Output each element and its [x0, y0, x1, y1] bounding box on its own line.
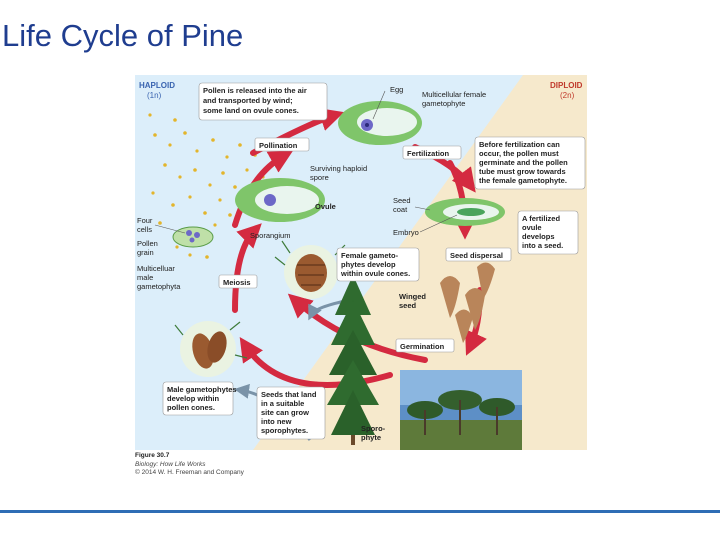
- copyright: © 2014 W. H. Freeman and Company: [135, 469, 244, 476]
- embryo-leader: [419, 214, 458, 233]
- figure-credit: Figure 30.7 Biology: How Life Works © 20…: [135, 452, 244, 478]
- callout-seeds-land-line-5: sporophytes.: [261, 426, 308, 435]
- callout-fertilized-ovule-line-3: develops: [522, 232, 555, 241]
- winged-seed-label: Winged: [399, 292, 426, 301]
- callout-fertilized-ovule-line-2: ovule: [522, 223, 542, 232]
- seed-coat-leader: [414, 206, 431, 211]
- surviving-spore-label-2: spore: [310, 173, 329, 182]
- female-gametophyte-illustration: [338, 101, 422, 145]
- four-cells-label-2: cells: [137, 225, 152, 234]
- callout-seeds-land-line-4: into new: [261, 417, 292, 426]
- sporangium-label: Sporangium: [250, 231, 290, 240]
- pollen-cone-illustration: [174, 321, 248, 377]
- callout-pollen-release-line-3: some land on ovule cones.: [203, 106, 299, 115]
- male-gametophyte-label-2: male: [137, 273, 153, 282]
- arrow-to-meiosis-ovule: [239, 337, 393, 388]
- stage-seed-dispersal: Seed dispersal: [445, 247, 512, 262]
- pollen-grain-label: Pollen: [137, 239, 158, 248]
- callout-fertilized-ovule-line-1: A fertilized: [522, 214, 560, 223]
- seed-coat-label-2: coat: [393, 205, 408, 214]
- winged-seeds-illustration: [440, 262, 495, 343]
- diploid-ploidy: (2n): [560, 91, 575, 100]
- book-title: Biology: How Life Works: [135, 460, 206, 468]
- pollen-grain-label-2: grain: [137, 248, 154, 257]
- callout-female-gametophytes-line-1: Female gameto-: [341, 251, 399, 260]
- egg-label: Egg: [390, 85, 403, 94]
- callout-pollen-release-line-2: and transported by wind;: [203, 96, 293, 105]
- diploid-label: DIPLOID: [550, 81, 583, 90]
- stage-meiosis: Meiosis: [218, 274, 258, 289]
- callout-female-gametophytes: Female gameto- phytes develop within ovu…: [336, 247, 420, 282]
- figure-number: Figure 30.7: [135, 452, 170, 459]
- callout-female-gametophytes-line-3: within ovule cones.: [340, 269, 410, 278]
- life-cycle-diagram: HAPLOID (1n) DIPLOID (2n) Egg: [135, 75, 587, 450]
- embryo-label: Embryo: [393, 228, 419, 237]
- ovule-label: Ovule: [315, 202, 336, 211]
- callout-before-fertilization-line-3: germinate and the pollen: [479, 158, 568, 167]
- ovule-illustration: [235, 178, 325, 222]
- stage-fertilization: Fertilization: [402, 145, 462, 160]
- sporophyte-label-2: phyte: [361, 433, 381, 442]
- callout-before-fertilization-line-5: the female gametophyte.: [479, 176, 567, 185]
- callout-pollen-release-line-1: Pollen is released into the air: [203, 86, 307, 95]
- arrow-to-spore: [232, 223, 262, 313]
- haploid-label: HAPLOID: [139, 81, 175, 90]
- female-gametophyte-label: Multicellular female: [422, 90, 486, 99]
- callout-before-fertilization-line-2: occur, the pollen must: [479, 149, 559, 158]
- ovule-cone-illustration: [274, 240, 350, 299]
- callout-seeds-land-line-1: Seeds that land: [261, 390, 317, 399]
- seed-coat-label: Seed: [393, 196, 411, 205]
- callout-male-gametophytes-line-3: pollen cones.: [167, 403, 215, 412]
- stage-pollination-text: Pollination: [259, 141, 298, 150]
- callout-before-fertilization-line-1: Before fertilization can: [479, 140, 560, 149]
- four-cells-leader: [154, 224, 186, 234]
- pine-tree-illustration: [327, 275, 379, 445]
- callout-seeds-land-line-2: in a suitable: [261, 399, 304, 408]
- stage-seed-dispersal-text: Seed dispersal: [450, 251, 503, 260]
- stage-fertilization-text: Fertilization: [407, 149, 450, 158]
- stage-germination: Germination: [395, 338, 455, 353]
- haploid-ploidy: (1n): [147, 91, 162, 100]
- callout-before-fertilization: Before fertilization can occur, the poll…: [474, 136, 586, 190]
- slide-title: Life Cycle of Pine: [2, 18, 244, 53]
- callout-fertilized-ovule-line-4: into a seed.: [522, 241, 563, 250]
- male-gametophyte-label-3: gametophyta: [137, 282, 181, 291]
- surviving-spore-label: Surviving haploid: [310, 164, 367, 173]
- stage-pollination: Pollination: [254, 137, 310, 152]
- pine-life-cycle-figure: HAPLOID (1n) DIPLOID (2n) Egg: [135, 75, 587, 450]
- landscape-photo: [400, 370, 522, 450]
- callout-male-gametophytes-line-2: develop within: [167, 394, 220, 403]
- egg-leader: [372, 90, 386, 120]
- callout-before-fertilization-line-4: tube must grow towards: [479, 167, 566, 176]
- callout-female-gametophytes-line-2: phytes develop: [341, 260, 396, 269]
- four-cells-label: Four: [137, 216, 153, 225]
- sporophyte-label: Sporo-: [361, 424, 386, 433]
- callout-male-gametophytes: Male gametophytes develop within pollen …: [162, 381, 237, 416]
- winged-seed-label-2: seed: [399, 301, 417, 310]
- callout-male-gametophytes-line-1: Male gametophytes: [167, 385, 237, 394]
- male-gametophyte-label: Multicelluar: [137, 264, 175, 273]
- callout-seeds-land: Seeds that land in a suitable site can g…: [256, 386, 326, 440]
- pollen-grain-illustration: [172, 226, 214, 248]
- callout-seeds-land-line-3: site can grow: [261, 408, 309, 417]
- callout-pollen-release: Pollen is released into the air and tran…: [198, 82, 328, 121]
- stage-meiosis-text: Meiosis: [223, 278, 251, 287]
- footer-divider: [0, 510, 720, 513]
- callout-fertilized-ovule: A fertilized ovule develops into a seed.: [517, 210, 579, 255]
- female-gametophyte-label-2: gametophyte: [422, 99, 465, 108]
- seed-illustration: [425, 198, 505, 226]
- stage-germination-text: Germination: [400, 342, 445, 351]
